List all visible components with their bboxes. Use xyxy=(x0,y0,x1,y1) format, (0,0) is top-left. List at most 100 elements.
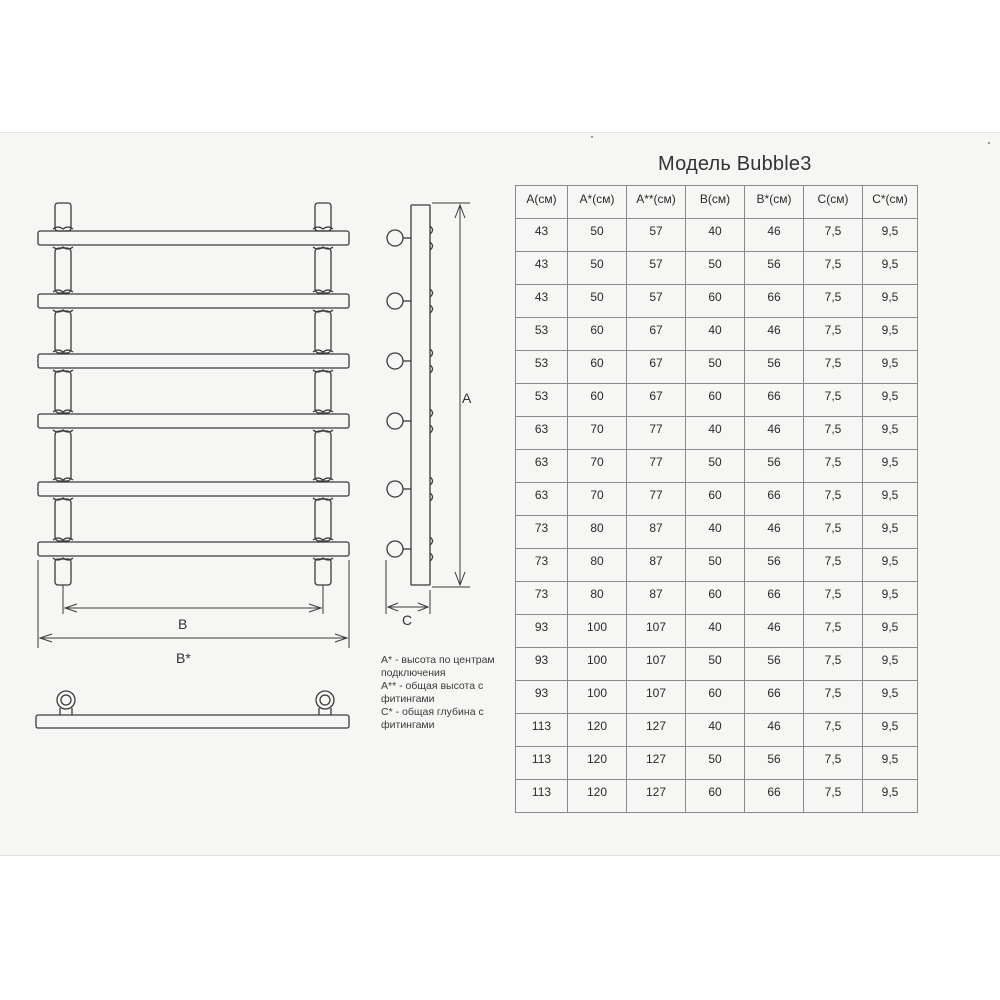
table-cell: 60 xyxy=(685,779,745,813)
table-cell: 50 xyxy=(685,548,745,582)
table-cell: 63 xyxy=(515,482,568,516)
table-cell: 60 xyxy=(685,680,745,714)
table-cell: 80 xyxy=(567,581,627,615)
table-cell: 73 xyxy=(515,548,568,582)
table-cell: 7,5 xyxy=(803,548,863,582)
side-rail-end xyxy=(386,412,404,430)
dimension-label-c: C xyxy=(402,612,413,628)
side-bubble xyxy=(429,408,434,434)
table-cell: 66 xyxy=(744,680,804,714)
table-cell: 43 xyxy=(515,251,568,285)
table-cell: 43 xyxy=(515,284,568,318)
table-cell: 87 xyxy=(626,515,686,549)
table-cell: 77 xyxy=(626,482,686,516)
table-cell: 100 xyxy=(567,614,627,648)
table-cell: 50 xyxy=(685,746,745,780)
table-cell: 7,5 xyxy=(803,581,863,615)
table-cell: 60 xyxy=(685,581,745,615)
table-cell: 50 xyxy=(685,449,745,483)
table-cell: 60 xyxy=(567,383,627,417)
towel-rail xyxy=(37,541,350,557)
table-cell: 9,5 xyxy=(862,350,918,384)
table-cell: 66 xyxy=(744,284,804,318)
table-cell: 60 xyxy=(685,482,745,516)
table-cell: 60 xyxy=(685,383,745,417)
table-cell: 53 xyxy=(515,317,568,351)
table-cell: 9,5 xyxy=(862,317,918,351)
top-rail xyxy=(35,714,350,729)
side-rail-end xyxy=(386,480,404,498)
table-cell: 50 xyxy=(685,647,745,681)
table-cell: 40 xyxy=(685,416,745,450)
table-cell: 9,5 xyxy=(862,614,918,648)
table-cell: 7,5 xyxy=(803,515,863,549)
table-cell: 53 xyxy=(515,383,568,417)
scan-speck xyxy=(988,142,990,144)
table-cell: 56 xyxy=(744,350,804,384)
table-cell: 100 xyxy=(567,680,627,714)
table-cell: 66 xyxy=(744,779,804,813)
side-rail-end xyxy=(386,540,404,558)
table-cell: 46 xyxy=(744,218,804,252)
bubble-joint xyxy=(312,289,334,313)
table-cell: 77 xyxy=(626,449,686,483)
side-view-drawing xyxy=(386,204,434,586)
bubble-joint xyxy=(312,537,334,561)
table-cell: 80 xyxy=(567,515,627,549)
table-cell: 9,5 xyxy=(862,581,918,615)
post-segment xyxy=(314,247,332,294)
table-cell: 9,5 xyxy=(862,416,918,450)
table-cell: 9,5 xyxy=(862,647,918,681)
table-cell: 7,5 xyxy=(803,647,863,681)
table-cell: 120 xyxy=(567,746,627,780)
table-cell: 7,5 xyxy=(803,680,863,714)
table-cell: 9,5 xyxy=(862,746,918,780)
table-cell: 7,5 xyxy=(803,251,863,285)
arrowheads-c xyxy=(386,602,430,612)
table-cell: 57 xyxy=(626,251,686,285)
table-cell: 7,5 xyxy=(803,218,863,252)
arrowheads-b-star xyxy=(38,633,349,643)
column-header: B*(см) xyxy=(744,185,804,219)
dimension-label-b: B xyxy=(178,616,188,632)
table-cell: 87 xyxy=(626,548,686,582)
table-cell: 40 xyxy=(685,614,745,648)
table-cell: 46 xyxy=(744,317,804,351)
table-cell: 63 xyxy=(515,416,568,450)
bubble-joint xyxy=(312,349,334,373)
towel-rail xyxy=(37,413,350,429)
table-cell: 113 xyxy=(515,779,568,813)
table-cell: 9,5 xyxy=(862,548,918,582)
post-cap-bottom xyxy=(314,558,332,586)
dimension-lines xyxy=(37,202,470,648)
table-cell: 113 xyxy=(515,746,568,780)
bubble-joint xyxy=(312,226,334,250)
table-cell: 7,5 xyxy=(803,284,863,318)
legend-item: A** - общая высота с фитингами xyxy=(381,680,484,705)
column-header: A*(см) xyxy=(567,185,627,219)
table-cell: 53 xyxy=(515,350,568,384)
table-cell: 56 xyxy=(744,449,804,483)
table-cell: 9,5 xyxy=(862,383,918,417)
table-cell: 73 xyxy=(515,581,568,615)
table-cell: 50 xyxy=(685,350,745,384)
post-segment xyxy=(314,498,332,542)
table-cell: 70 xyxy=(567,416,627,450)
bubble-joint xyxy=(52,409,74,433)
top-view-drawing xyxy=(35,690,350,729)
table-cell: 120 xyxy=(567,713,627,747)
top-fitting-outer xyxy=(56,690,76,710)
side-bubble xyxy=(429,288,434,314)
